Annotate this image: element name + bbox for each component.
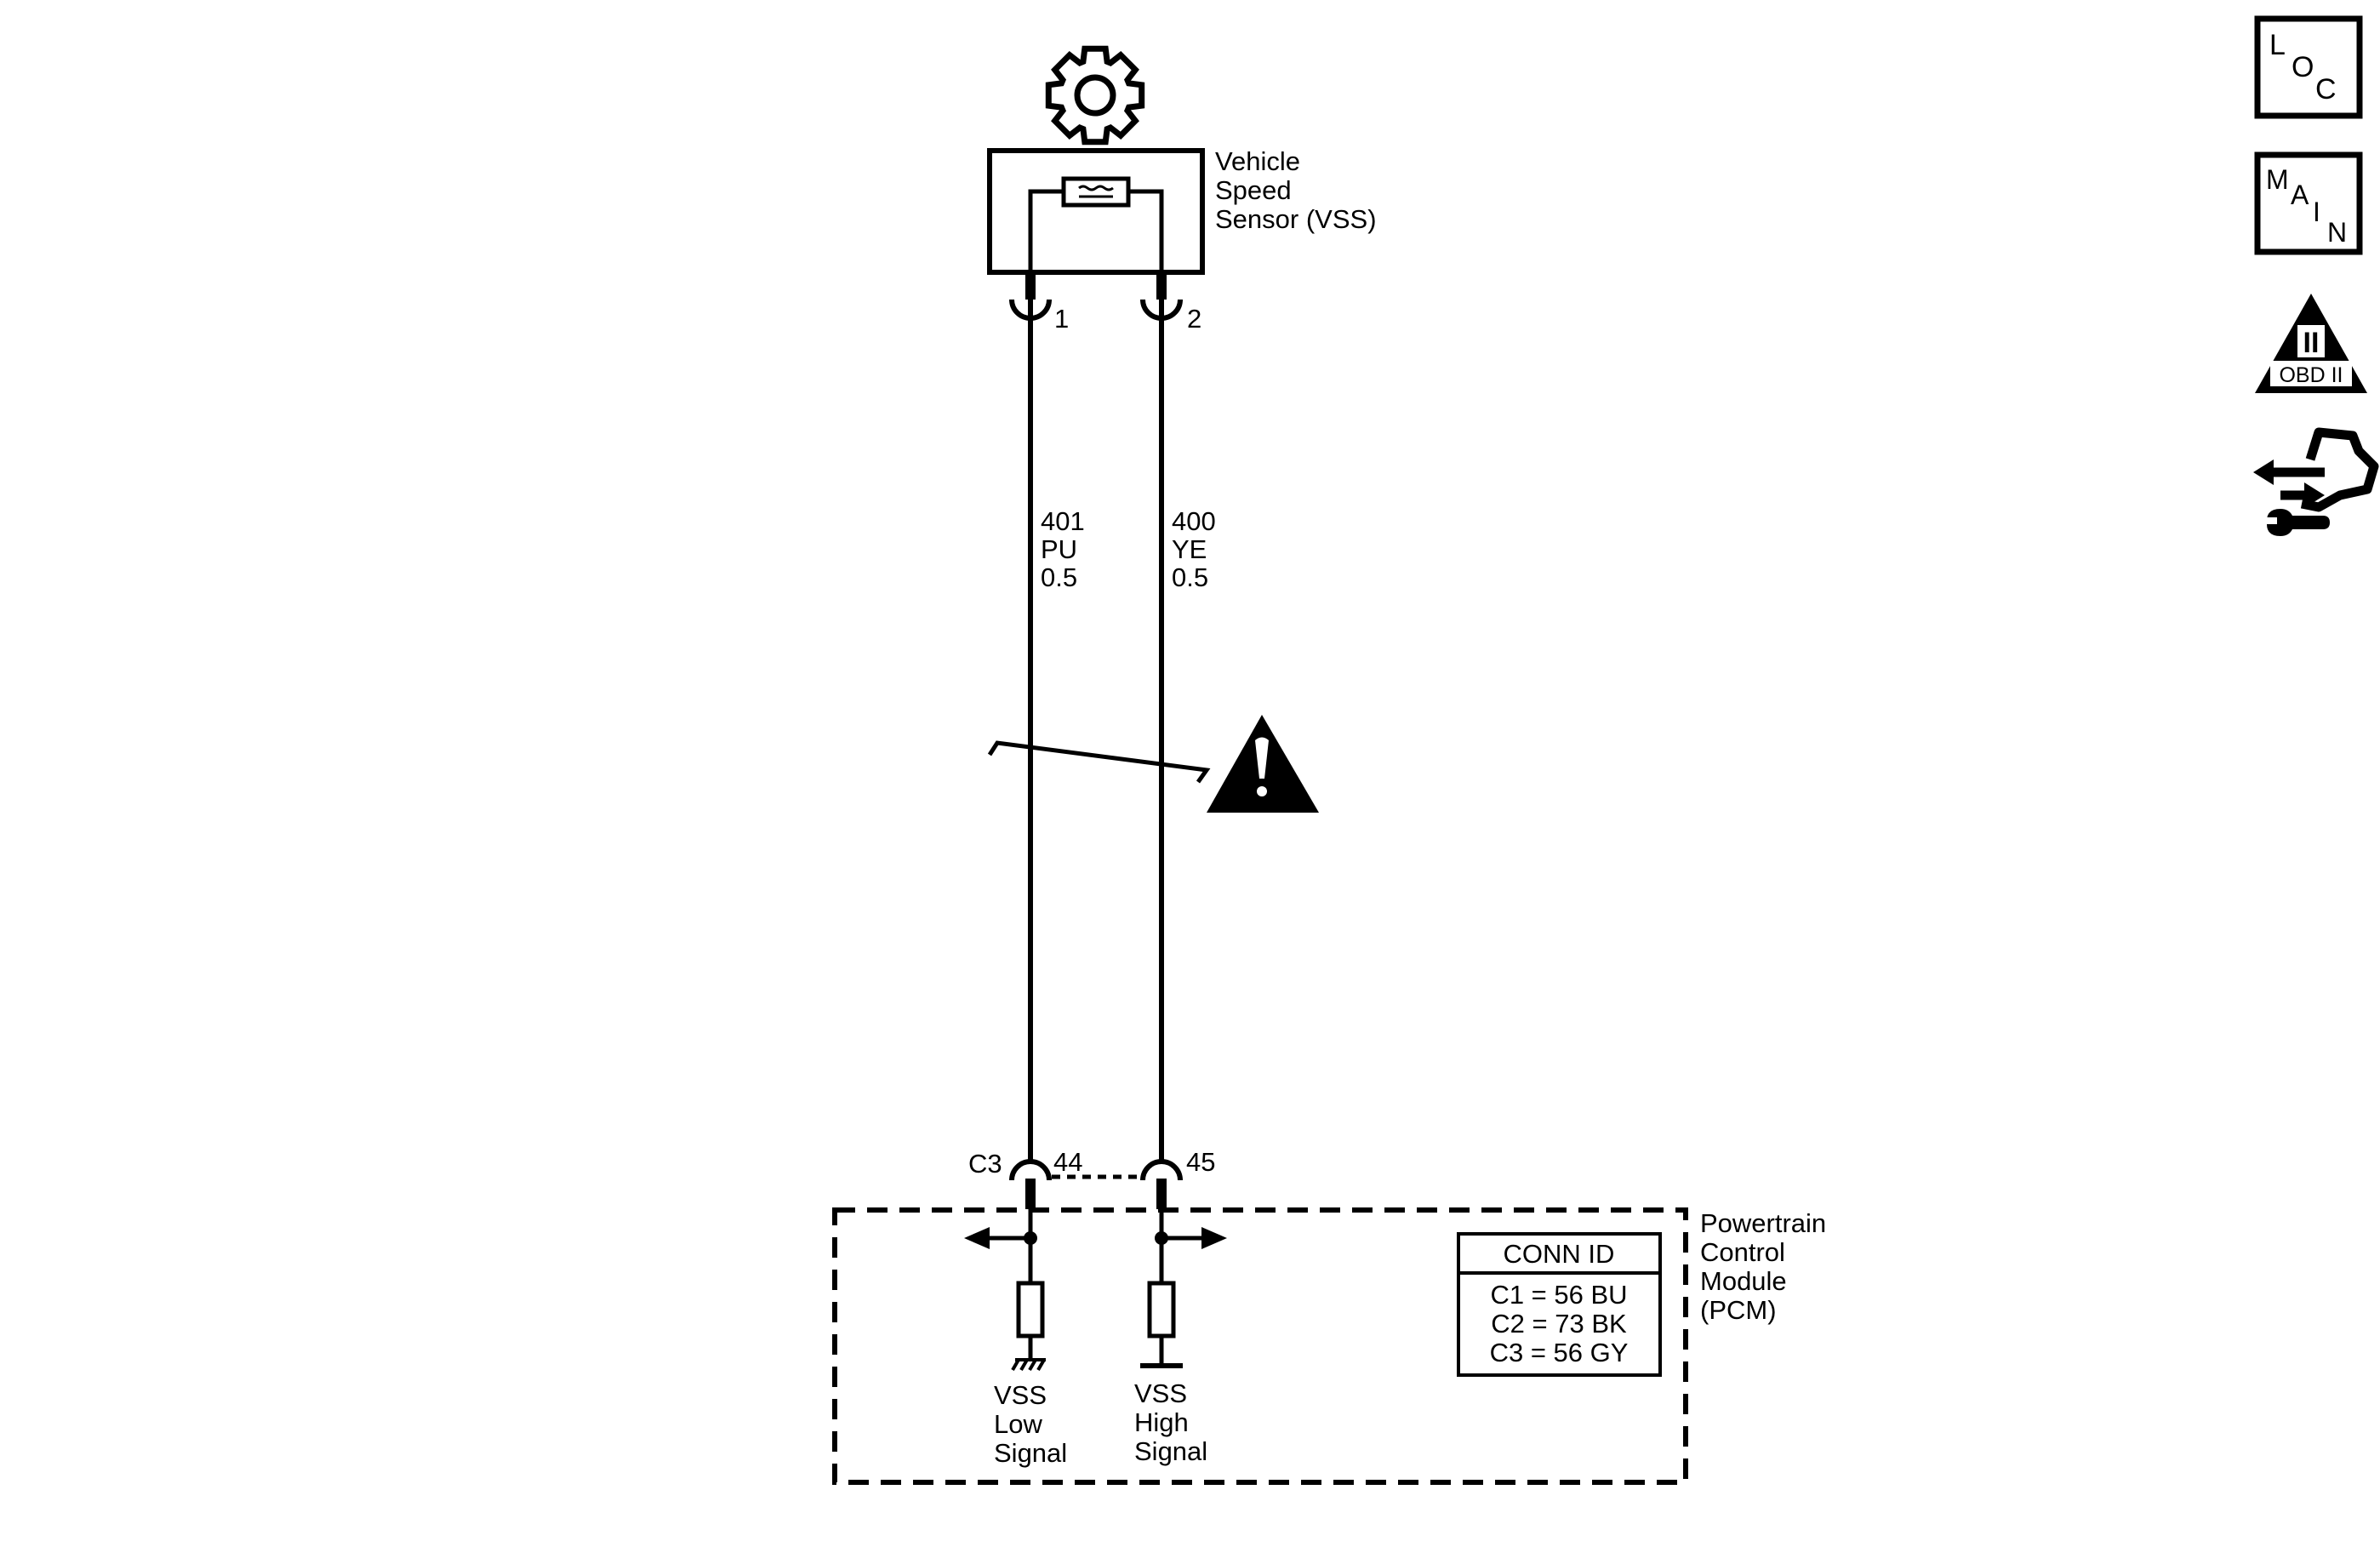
loc-button[interactable]: L O C bbox=[2254, 15, 2363, 119]
wire-401-color: PU bbox=[1041, 534, 1077, 564]
pcm-pin-44: 44 bbox=[1053, 1147, 1082, 1177]
conn-id-row-1: C1 = 56 BU bbox=[1490, 1280, 1627, 1310]
loc-letter-c: C bbox=[2315, 73, 2337, 106]
vss-low-line-3: Signal bbox=[994, 1438, 1067, 1468]
resistor-low bbox=[1016, 1281, 1045, 1339]
pcm-label-line-3: Module bbox=[1700, 1266, 1787, 1296]
loc-letter-l: L bbox=[2269, 29, 2286, 61]
wire-400-color: YE bbox=[1172, 534, 1207, 564]
chassis-ground-icon bbox=[1011, 1358, 1046, 1372]
obd-ii-caption: OBD II bbox=[2279, 363, 2343, 387]
main-letter-m: M bbox=[2266, 164, 2289, 195]
vss-low-circuit bbox=[964, 1209, 1046, 1372]
pcm-label-line-4: (PCM) bbox=[1700, 1295, 1777, 1325]
wire-400-circuit: 400 bbox=[1172, 506, 1216, 536]
obd-ii-numeral: II bbox=[2303, 327, 2320, 359]
diagnostic-connector-button[interactable] bbox=[2253, 427, 2379, 536]
gear-icon bbox=[1045, 45, 1145, 146]
vss-low-line-2: Low bbox=[994, 1409, 1042, 1439]
loc-letter-o: O bbox=[2292, 51, 2314, 83]
main-letter-i: I bbox=[2313, 197, 2320, 227]
arrow-right-icon bbox=[1201, 1227, 1227, 1249]
arrow-left-icon bbox=[964, 1227, 990, 1249]
wire-401-gauge: 0.5 bbox=[1041, 562, 1077, 592]
wire-400-gauge: 0.5 bbox=[1172, 562, 1208, 592]
main-letter-a: A bbox=[2291, 180, 2309, 210]
obd-ii-button[interactable]: II OBD II bbox=[2255, 294, 2367, 393]
pcm-label-line-1: Powertrain bbox=[1700, 1208, 1826, 1238]
pcm-pin-45: 45 bbox=[1186, 1147, 1215, 1177]
sensor-label-line-2: Speed bbox=[1215, 175, 1292, 205]
conn-id-table bbox=[1457, 1232, 1662, 1377]
pcm-connector-id: C3 bbox=[968, 1149, 1002, 1179]
sensor-label-line-1: Vehicle bbox=[1215, 146, 1300, 176]
conn-id-row-3: C3 = 56 GY bbox=[1490, 1338, 1629, 1367]
twisted-pair-indicator bbox=[987, 740, 1211, 784]
sensor-pin-2: 2 bbox=[1187, 304, 1201, 334]
pcm-connector-cup-45 bbox=[1140, 1159, 1183, 1181]
main-icon bbox=[2254, 151, 2363, 255]
diagnostic-connector-icon bbox=[2253, 427, 2379, 536]
conn-id-row-2: C2 = 73 BK bbox=[1491, 1309, 1627, 1339]
pcm-module-box bbox=[832, 1207, 1688, 1485]
vss-high-line-3: Signal bbox=[1134, 1436, 1207, 1466]
loc-icon bbox=[2254, 15, 2363, 119]
vss-high-circuit bbox=[1140, 1209, 1227, 1368]
main-button[interactable]: M A I N bbox=[2254, 151, 2363, 255]
vehicle-speed-sensor bbox=[987, 148, 1205, 300]
sensor-element-icon bbox=[1061, 176, 1131, 208]
sensor-pin-1: 1 bbox=[1054, 304, 1069, 334]
vss-high-line-2: High bbox=[1134, 1407, 1189, 1437]
resistor-high bbox=[1147, 1281, 1176, 1339]
sensor-label-line-3: Sensor (VSS) bbox=[1215, 204, 1377, 234]
main-letter-n: N bbox=[2327, 217, 2347, 248]
wire-401-circuit: 401 bbox=[1041, 506, 1085, 536]
vss-high-line-1: VSS bbox=[1134, 1378, 1187, 1408]
vss-low-line-1: VSS bbox=[994, 1380, 1047, 1410]
pcm-connector-cup-44 bbox=[1009, 1159, 1052, 1181]
pcm-label-line-2: Control bbox=[1700, 1237, 1785, 1267]
warning-icon bbox=[1207, 715, 1319, 813]
conn-id-title: CONN ID bbox=[1504, 1239, 1615, 1269]
